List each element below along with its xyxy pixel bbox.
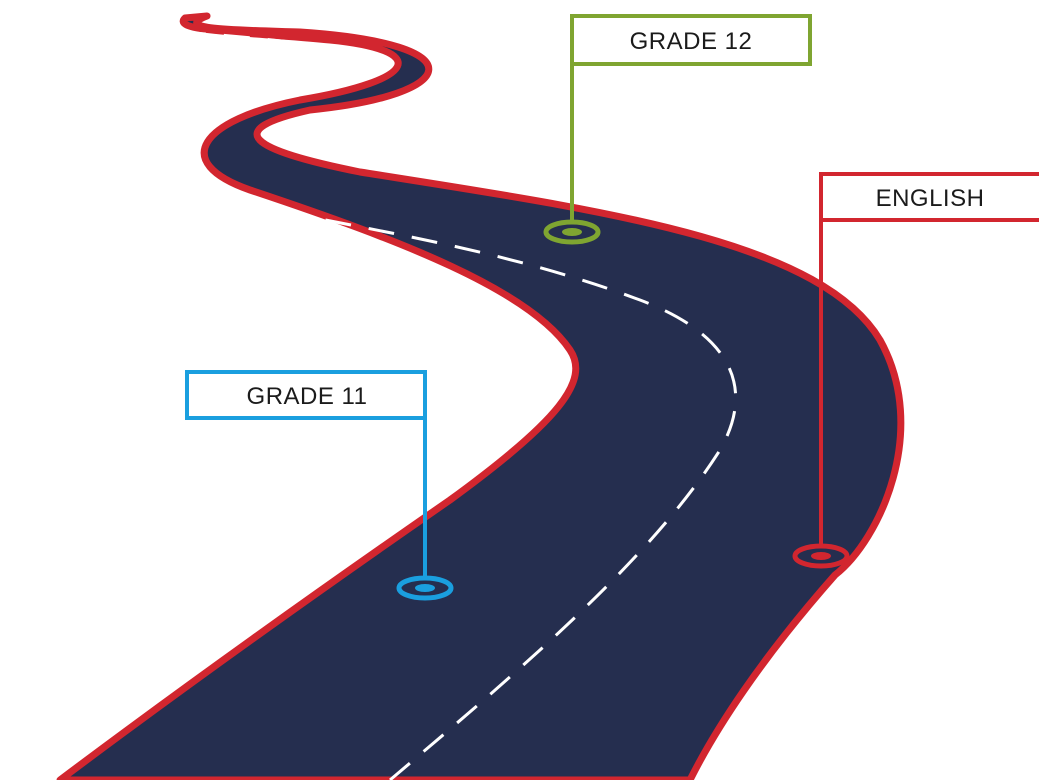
pin-dot bbox=[562, 228, 582, 236]
flag-label: ENGLISH bbox=[876, 185, 985, 212]
flag-label: GRADE 11 bbox=[247, 383, 368, 410]
flag-label: GRADE 12 bbox=[630, 28, 753, 55]
pin-dot bbox=[415, 584, 435, 592]
pin-dot bbox=[811, 552, 831, 560]
